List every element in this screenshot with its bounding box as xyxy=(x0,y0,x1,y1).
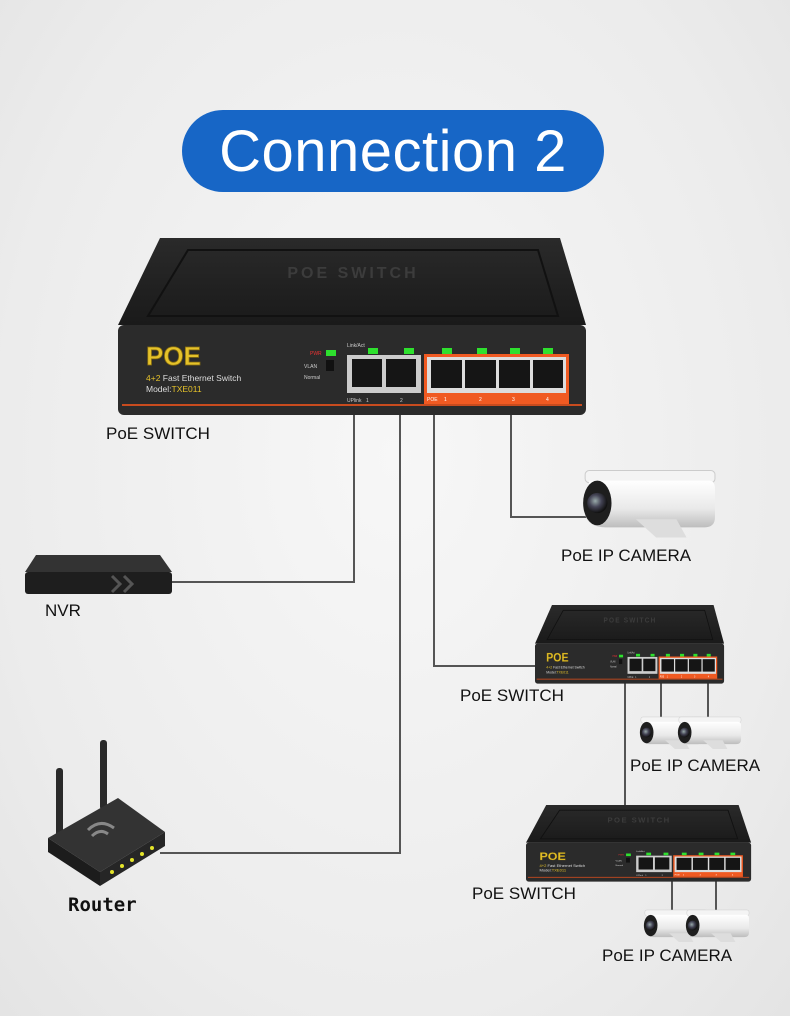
port-label: 3 xyxy=(512,397,515,403)
label-nvr: NVR xyxy=(45,601,81,620)
cables xyxy=(160,415,717,912)
desc: Fast Ethernet Switch xyxy=(163,373,242,383)
ip-camera-3b xyxy=(685,909,750,943)
svg-text:Model:TXE011: Model:TXE011 xyxy=(146,384,202,394)
label-camera-2: PoE IP CAMERA xyxy=(630,756,761,775)
port-label: 1 xyxy=(366,398,369,404)
main-poe-switch: POE SWITCH POE 4+2 Fast Ethernet Switch … xyxy=(118,238,586,415)
title-banner: Connection 2 xyxy=(182,110,604,192)
label-switch-3: PoE SWITCH xyxy=(472,884,576,903)
cable-nvr xyxy=(170,415,355,583)
port-label: 2 xyxy=(400,398,403,404)
cable-switch-2 xyxy=(433,415,538,667)
poe-ports-label: POE xyxy=(427,397,438,403)
link-act-label: Link/Act xyxy=(347,343,365,349)
cable-camera-1 xyxy=(510,415,592,518)
port-label: 2 xyxy=(479,397,482,403)
svg-text:4+2 Fast Ethernet Switch: 4+2 Fast Ethernet Switch xyxy=(146,373,241,383)
pwr-label: PWR xyxy=(310,351,322,357)
desc-prefix: 4+2 xyxy=(146,373,161,383)
title-text: Connection 2 xyxy=(219,118,567,184)
label-router: Router xyxy=(68,894,137,916)
poe-switch-2 xyxy=(534,604,725,685)
model-prefix: Model: xyxy=(146,384,172,394)
vlan-label: VLAN xyxy=(304,364,317,370)
port-label: 1 xyxy=(444,397,447,403)
cable-router xyxy=(160,415,401,854)
ip-camera-1 xyxy=(582,470,716,538)
port-label: 4 xyxy=(546,397,549,403)
model: TXE011 xyxy=(172,384,202,394)
brand-logo: POE xyxy=(146,341,201,371)
label-switch-2: PoE SWITCH xyxy=(460,686,564,705)
poe-switch-3 xyxy=(525,804,752,883)
uplink-label: UPlink xyxy=(347,398,362,404)
router-device xyxy=(48,740,165,886)
top-emboss: POE SWITCH xyxy=(287,265,418,282)
normal-label: Normal xyxy=(304,375,320,381)
label-camera-3: PoE IP CAMERA xyxy=(602,946,733,965)
ip-camera-2b xyxy=(677,716,742,750)
label-camera-1: PoE IP CAMERA xyxy=(561,546,692,565)
nvr-device xyxy=(25,555,172,594)
label-main-switch: PoE SWITCH xyxy=(106,424,210,443)
